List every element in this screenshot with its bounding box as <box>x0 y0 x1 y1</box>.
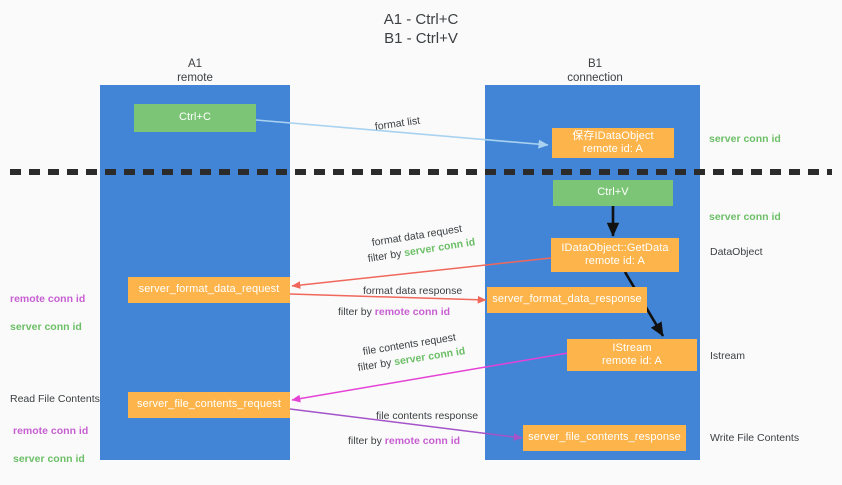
box-server-format-data-request[interactable]: server_format_data_request <box>128 277 290 303</box>
right-label-write-file-contents: Write File Contents <box>710 432 800 444</box>
filter-prefix: filter by <box>338 306 375 318</box>
arrow-format-data-request <box>291 257 552 289</box>
edge-label-file-contents-response-filter: filter by remote conn id <box>348 434 460 449</box>
arrow-format-list <box>255 119 549 149</box>
remote-conn-id-token: remote conn id <box>384 435 461 447</box>
box-server-file-contents-response[interactable]: server_file_contents_response <box>523 425 686 451</box>
box-ctrl-c[interactable]: Ctrl+C <box>134 104 256 132</box>
left-label-conn-pair-top: remote conn id server conn id <box>10 278 85 348</box>
left-label-read-file-contents: Read File Contents <box>10 393 100 405</box>
box-ctrl-v[interactable]: Ctrl+V <box>553 180 673 206</box>
left-label-conn-pair-bottom: remote conn id server conn id <box>13 410 88 480</box>
arrow-file-contents-request <box>291 352 569 403</box>
filter-prefix: filter by <box>348 435 385 447</box>
arrow-format-data-response <box>289 293 487 304</box>
remote-conn-id-label: remote conn id <box>10 293 86 305</box>
server-conn-id-label: server conn id <box>13 453 85 465</box>
server-conn-id-label: server conn id <box>10 321 82 333</box>
edge-label-format-data-response: format data response <box>363 285 463 297</box>
right-label-server-conn-id-mid: server conn id <box>709 211 781 223</box>
lane-header-a1: A1 remote <box>177 58 213 84</box>
box-server-file-contents-request[interactable]: server_file_contents_request <box>128 392 290 418</box>
box-idataobject-getdata[interactable]: IDataObject::GetData remote id: A <box>551 238 679 272</box>
remote-conn-id-token: remote conn id <box>374 306 451 318</box>
right-label-server-conn-id-top: server conn id <box>709 133 781 145</box>
box-server-format-data-response[interactable]: server_format_data_response <box>487 287 647 313</box>
box-istream[interactable]: IStream remote id: A <box>567 339 697 371</box>
right-label-istream: Istream <box>710 350 746 362</box>
page-title: A1 - Ctrl+C B1 - Ctrl+V <box>383 11 459 47</box>
edge-label-file-contents-response: file contents response <box>376 410 479 422</box>
remote-conn-id-label: remote conn id <box>13 425 89 437</box>
arrow-file-contents-response <box>289 408 523 441</box>
lane-header-b1: B1 connection <box>567 58 623 84</box>
edge-label-format-data-response-filter: filter by remote conn id <box>338 305 450 320</box>
right-label-dataobject: DataObject <box>710 246 763 258</box>
box-save-idataobject[interactable]: 保存IDataObject remote id: A <box>552 128 674 158</box>
